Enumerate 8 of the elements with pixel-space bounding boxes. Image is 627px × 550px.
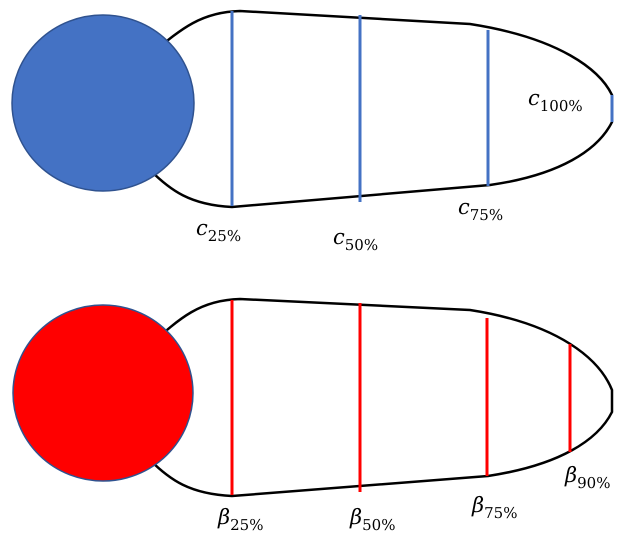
math-label: β$_{75%}$ <box>472 493 518 524</box>
math-label: c$_{75%}$ <box>458 195 504 226</box>
math-label: c$_{25%}$ <box>196 216 242 247</box>
math-label: β$_{25%}$ <box>218 505 264 536</box>
math-label: β$_{50%}$ <box>350 505 396 536</box>
math-label: c$_{50%}$ <box>333 225 378 256</box>
math-label: β$_{90%}$ <box>565 463 610 494</box>
math-label: c$_{100%}$ <box>528 86 583 117</box>
